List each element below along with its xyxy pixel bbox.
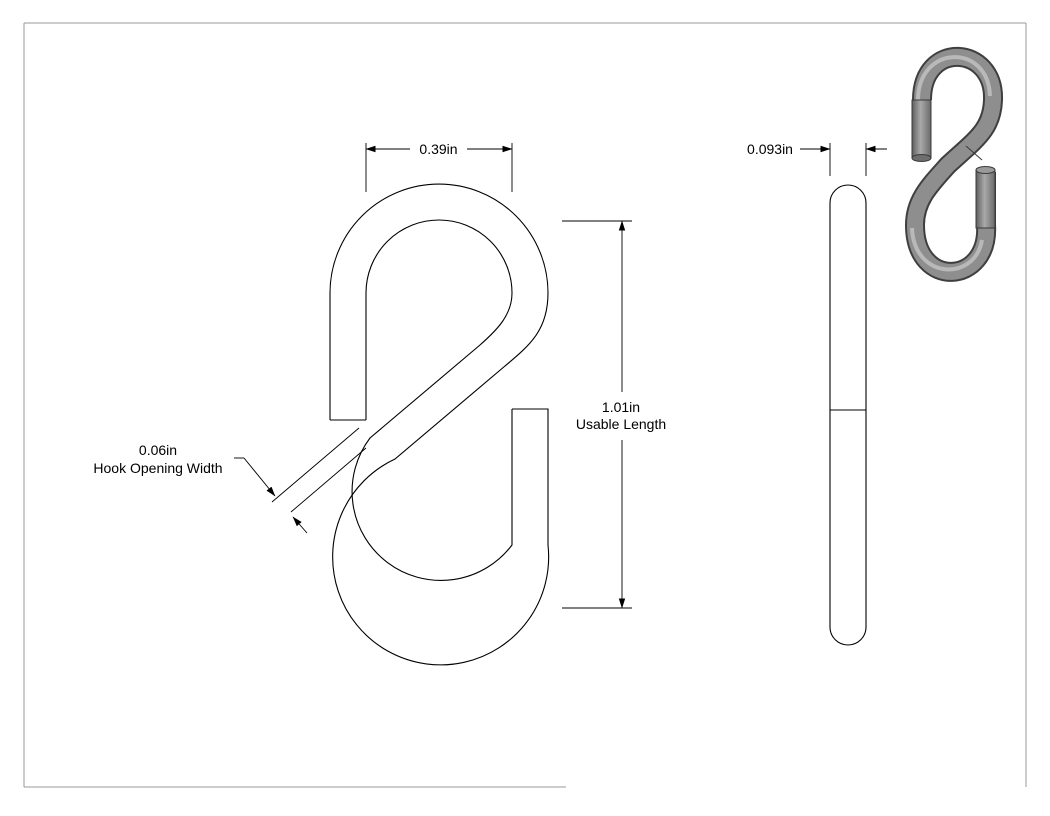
- dimension-wire-diameter: [800, 143, 887, 176]
- iso-upper-leg-end: [911, 154, 932, 162]
- dimension-label-usable-length-value: 1.01in: [602, 399, 640, 415]
- side-view-wire: [829, 184, 867, 646]
- dimension-label-usable-length-text: Usable Length: [576, 416, 666, 432]
- dimension-top-width: [365, 143, 513, 192]
- extension-line-lower: [290, 447, 367, 513]
- iso-upper-loop-highlight: [916, 55, 992, 101]
- side-view-outline: [829, 184, 867, 646]
- dimension-arrow-in-upper: [243, 457, 276, 497]
- front-view-s-hook: [329, 183, 550, 666]
- s-hook-inner-contour: [351, 219, 513, 581]
- iso-upper-leg: [911, 99, 932, 159]
- dimension-label-hook-opening-value: 0.06in: [139, 442, 177, 458]
- iso-lower-loop-highlight: [910, 227, 984, 272]
- iso-seam-middle: [965, 145, 983, 161]
- s-hook-outer-contour: [329, 183, 550, 666]
- extension-line-upper: [271, 427, 360, 503]
- dimension-label-wire-diameter: 0.093in: [747, 141, 793, 157]
- sheet-border: [23, 22, 1027, 788]
- dimension-hook-opening: [234, 427, 367, 534]
- iso-lower-leg-end: [975, 166, 996, 174]
- dimension-label-hook-opening-text: Hook Opening Width: [93, 460, 222, 476]
- dimension-usable-length: [562, 220, 632, 609]
- iso-lower-leg: [975, 169, 996, 229]
- isometric-view-s-hook: [905, 46, 1003, 282]
- dimension-label-top-width: 0.39in: [419, 141, 457, 157]
- dimension-arrow-in-lower: [292, 516, 308, 534]
- iso-lower-loop-face: [907, 172, 995, 280]
